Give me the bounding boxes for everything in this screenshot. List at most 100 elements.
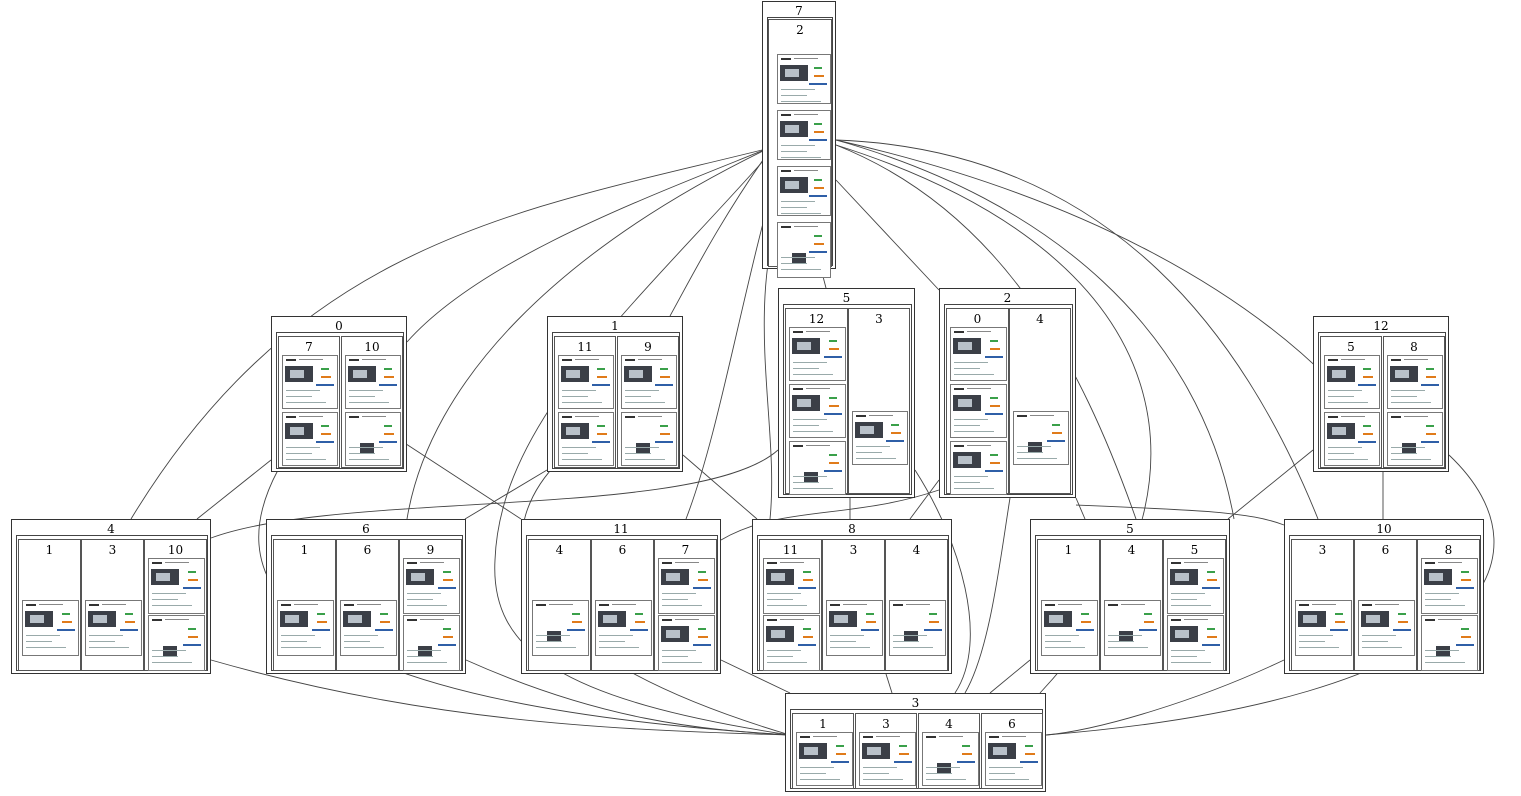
listing-page-thumbnail [621,355,677,409]
subcluster-label: 0 [973,312,982,326]
subcluster-label: 1 [300,543,309,557]
subcluster-label: 12 [808,312,825,326]
form-page-thumbnail [148,615,205,671]
listing-page-thumbnail [1421,558,1478,614]
listing-page-thumbnail [148,558,205,614]
form-page-thumbnail [777,222,831,278]
subcluster-label: 5 [1347,340,1355,354]
subcluster-label: 9 [644,340,652,354]
listing-page-thumbnail [85,600,142,656]
listing-page-thumbnail [1358,600,1415,656]
cluster-title: 6 [362,522,370,536]
subcluster-node: 6 [336,539,399,671]
cluster-title: 0 [335,319,343,333]
edge-connector [465,659,791,736]
listing-page-thumbnail [277,600,334,656]
cluster-body: 12 3 [783,304,912,495]
listing-page-thumbnail [595,600,652,656]
edge-connector [406,149,766,520]
subcluster-label: 4 [912,543,921,557]
edge-connector [196,459,272,520]
subcluster-node: 3 [81,539,144,671]
form-page-thumbnail [403,615,460,671]
edge-connector [885,673,893,694]
edge-connector [1227,449,1314,520]
subcluster-node: 3 [1291,539,1354,671]
edge-connector [1045,659,1285,736]
listing-page-thumbnail [22,600,79,656]
listing-page-thumbnail [763,558,820,614]
subcluster-node: 2 [768,19,832,278]
cluster-title: 5 [842,291,851,305]
listing-page-thumbnail [345,355,401,409]
edge-connector [399,439,522,520]
cluster-title: 11 [613,522,629,536]
cluster-title: 12 [1373,319,1389,333]
subcluster-node: 4 [1009,308,1071,494]
form-page-thumbnail [1387,412,1443,466]
form-page-thumbnail [1104,600,1161,656]
listing-page-thumbnail [796,732,853,786]
subcluster-node: 0 [946,308,1009,495]
subcluster-label: 10 [167,543,184,557]
subcluster-label: 6 [1008,717,1016,731]
subcluster-node: 1 [18,539,81,671]
listing-page-thumbnail [658,615,715,671]
subcluster-node: 12 [785,308,848,495]
subcluster-node: 1 [1037,539,1100,671]
subcluster-label: 4 [1036,312,1044,326]
subcluster-node: 1 [792,713,854,789]
subcluster-node: 6 [981,713,1043,789]
subcluster-label: 4 [1127,543,1136,557]
edge-connector [720,659,791,694]
cluster-title: 4 [107,522,115,536]
form-page-thumbnail [1421,615,1478,671]
edge-connector [682,454,758,520]
listing-page-thumbnail [777,166,831,216]
listing-page-thumbnail [558,355,614,409]
subcluster-node: 1 [273,539,336,671]
edge-connector [835,139,1331,381]
subcluster-label: 6 [1381,543,1390,557]
subcluster-node: 4 [918,713,980,789]
edge-connector [909,479,940,520]
cluster-body: 3 6 8 [1289,535,1481,671]
subcluster-node: 8 [1417,539,1480,671]
listing-page-thumbnail [1041,600,1098,656]
listing-page-thumbnail [950,384,1007,438]
subcluster-node: 5 [1163,539,1226,671]
form-page-thumbnail [345,412,401,466]
listing-page-thumbnail [1167,558,1224,614]
subcluster-node: 6 [1354,539,1417,671]
listing-page-thumbnail [1324,412,1380,466]
form-page-thumbnail [532,600,589,656]
form-page-thumbnail [621,412,677,466]
edge-connector [835,139,1319,520]
listing-page-thumbnail [1295,600,1352,656]
subcluster-label: 3 [1318,543,1327,557]
subcluster-label: 4 [555,543,564,557]
form-page-thumbnail [1013,411,1069,465]
listing-page-thumbnail [282,355,338,409]
subcluster-node: 4 [528,539,591,671]
subcluster-label: 3 [875,312,883,326]
edge-connector [1075,504,1285,526]
edge-connector [494,159,791,736]
listing-page-thumbnail [658,558,715,614]
subcluster-label: 4 [945,717,953,731]
edge-connector [464,469,548,520]
cluster-title: 2 [1003,291,1012,305]
subcluster-node: 3 [855,713,917,789]
subcluster-node: 10 [341,336,403,468]
